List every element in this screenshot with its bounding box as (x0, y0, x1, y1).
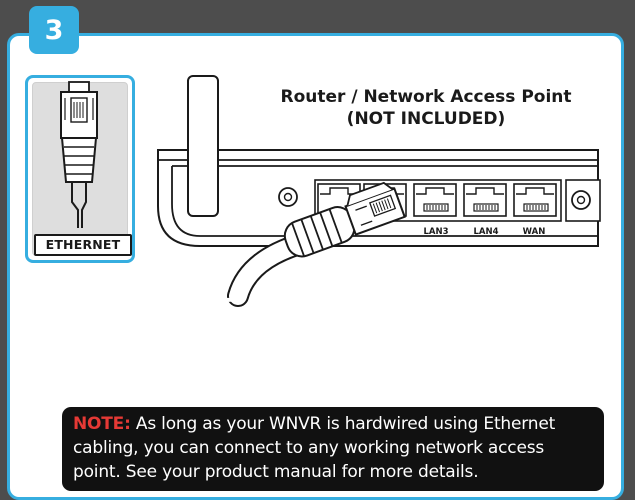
ethernet-cable-panel: ETHERNET (25, 75, 135, 263)
note-box: NOTE: As long as your WNVR is hardwired … (62, 407, 604, 491)
router-title-line2: (NOT INCLUDED) (346, 109, 506, 129)
note-text: As long as your WNVR is hardwired using … (73, 414, 556, 482)
note-label: NOTE: (73, 414, 131, 434)
lan4-port-icon (463, 183, 507, 217)
port-label-lan4: LAN4 (473, 227, 498, 237)
ethernet-cable-icon (211, 181, 406, 307)
ethernet-connector-icon (60, 81, 98, 228)
port-label-lan3: LAN3 (423, 227, 448, 237)
wan-port-icon (513, 183, 557, 217)
step-number-badge: 3 (29, 6, 79, 54)
router-title-line1: Router / Network Access Point (280, 87, 572, 107)
router-title: Router / Network Access Point (NOT INCLU… (276, 86, 576, 130)
usb-jack-icon (565, 179, 601, 222)
ethernet-label: ETHERNET (34, 234, 132, 256)
power-jack-icon (278, 187, 298, 207)
port-label-wan: WAN (523, 227, 546, 237)
antenna-icon (187, 75, 219, 217)
lan3-port-icon (413, 183, 457, 217)
